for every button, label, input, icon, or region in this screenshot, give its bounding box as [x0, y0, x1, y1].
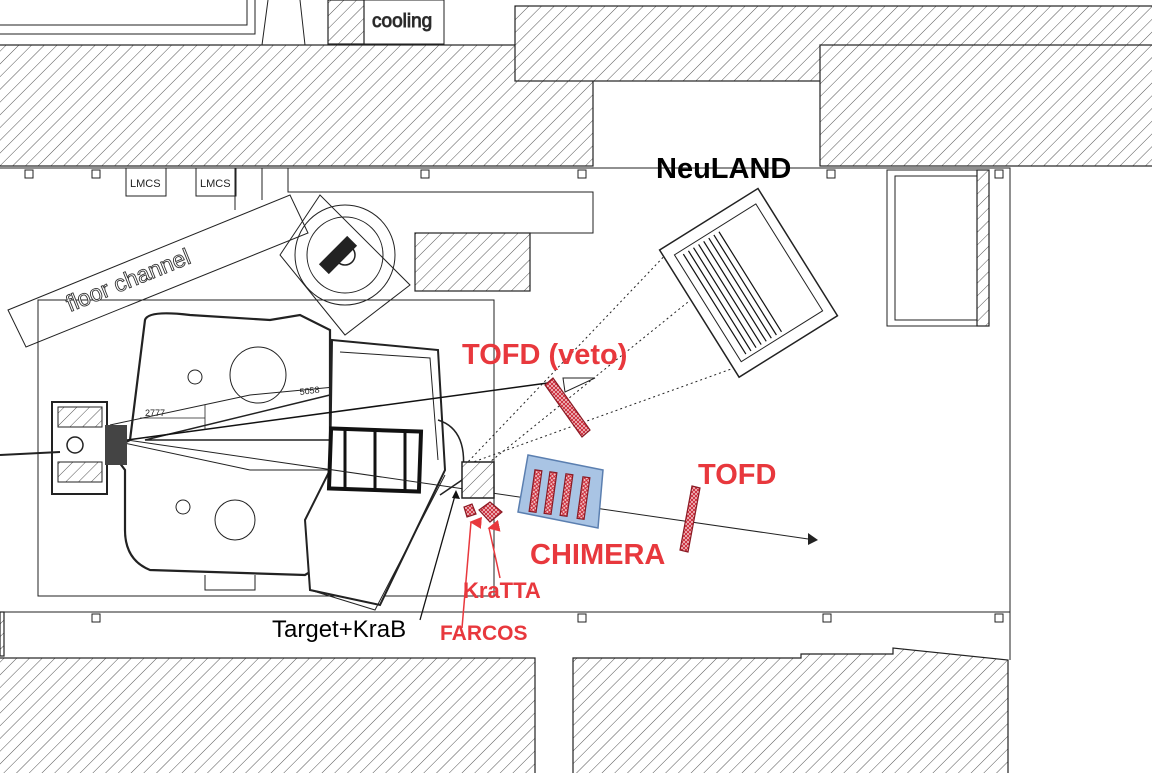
cooling-label: cooling [372, 11, 432, 32]
lmcs-label-2: LMCS [200, 178, 231, 190]
farcos-label: FARCOS [440, 622, 528, 645]
tilted-wedge-chamber [303, 338, 465, 611]
neuland-acceptance-lines [464, 247, 771, 471]
dipole-magnet [108, 312, 431, 591]
lmcs-box-2: LMCS [195, 167, 237, 197]
tofd-label: TOFD [698, 459, 776, 491]
target-krab: Target+KraB [272, 490, 460, 643]
kratta-label: KraTTA [463, 578, 541, 603]
beamline-entrance-equipment [0, 401, 127, 495]
target-box [461, 461, 495, 499]
neuland-detector: NeuLAND [656, 153, 839, 379]
hall-outlines [0, 0, 1011, 660]
column-markers [24, 169, 1004, 623]
dimension-5058: 5058 [299, 385, 320, 397]
chimera-detector: CHIMERA [517, 454, 665, 571]
tofd-veto-label: TOFD (veto) [462, 339, 627, 371]
tofd-veto-detector: TOFD (veto) [462, 339, 627, 438]
tofd-detector: TOFD [679, 459, 776, 553]
target-krab-label: Target+KraB [272, 616, 406, 643]
dimension-2777: 2777 [145, 408, 165, 418]
farcos-kratta-detectors: KraTTA FARCOS [440, 501, 541, 645]
lmcs-label-1: LMCS [130, 178, 161, 190]
lmcs-box-1: LMCS [125, 167, 167, 197]
neuland-label: NeuLAND [656, 153, 791, 185]
chimera-label: CHIMERA [530, 539, 665, 571]
vacuum-pump-assembly [279, 194, 411, 336]
